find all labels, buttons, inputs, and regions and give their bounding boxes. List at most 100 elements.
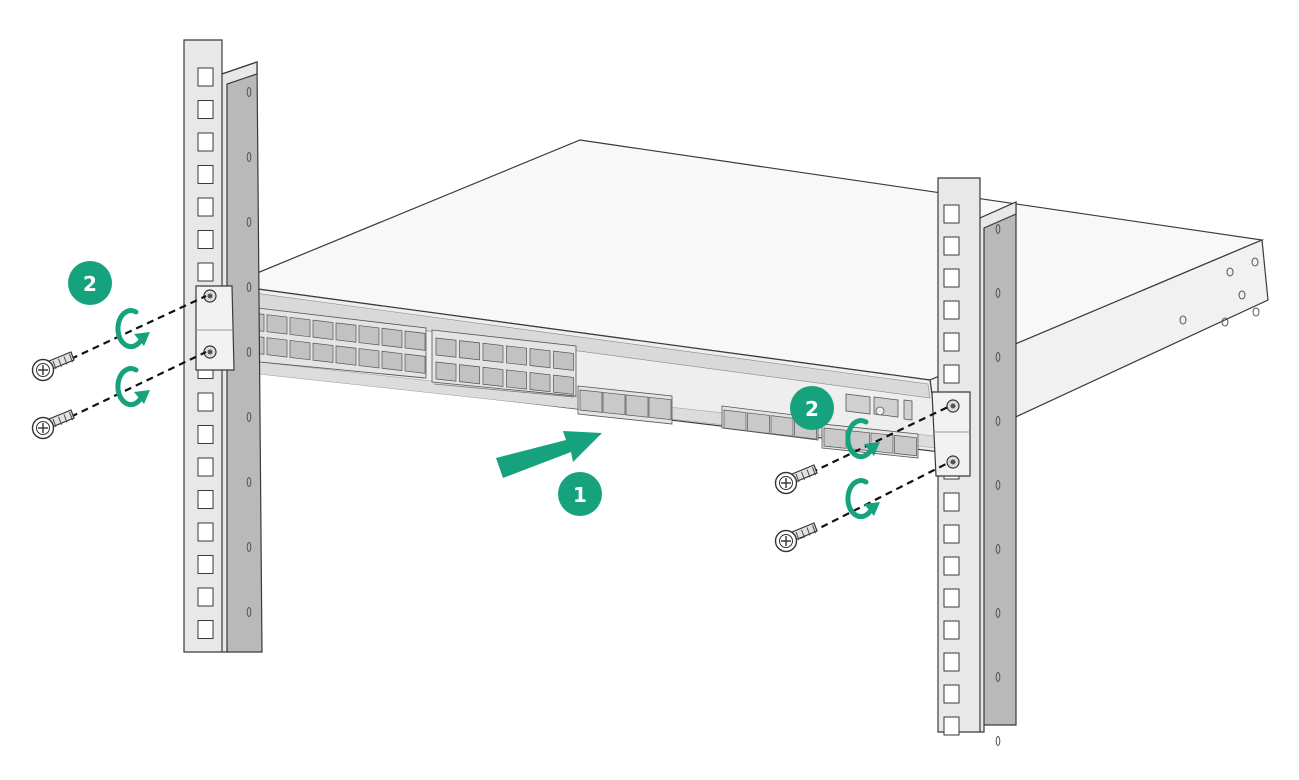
rj45-port <box>381 350 403 372</box>
rj45-port <box>553 374 574 395</box>
rack-slot <box>246 477 252 487</box>
sfp-port <box>648 396 672 421</box>
insert-arrow-icon <box>496 431 602 478</box>
rack-hole <box>197 132 214 152</box>
rj45-port <box>358 325 380 346</box>
sfp-port <box>723 409 747 432</box>
rack-hole <box>197 457 214 477</box>
rack-hole <box>197 490 214 509</box>
sfp-port <box>823 427 847 449</box>
rotate-arrows <box>115 308 880 520</box>
step-badge-fasten-left: 2 <box>68 261 112 305</box>
left-mounting-bracket <box>195 285 235 371</box>
sfp-port <box>894 435 917 457</box>
rack-hole <box>943 492 960 512</box>
rack-hole <box>197 100 214 119</box>
rj45-port <box>404 353 426 374</box>
rack-slot <box>246 152 252 162</box>
step-badge-fasten-right: 2 <box>790 386 834 430</box>
rotate-arrow-icon <box>845 418 880 460</box>
rotate-arrow-icon <box>845 478 880 520</box>
rack-hole <box>943 620 960 640</box>
rack-hole <box>943 556 960 576</box>
management-ports <box>845 393 913 421</box>
sfp-port <box>625 394 649 418</box>
rack-hole <box>943 268 960 288</box>
rack-slot <box>995 224 1001 234</box>
rack-hole <box>197 620 214 639</box>
rack-slot <box>246 87 252 97</box>
rj45-port <box>381 327 403 349</box>
rj45-port <box>404 330 426 351</box>
rj45-port <box>506 345 527 366</box>
rack-hole <box>943 332 960 352</box>
rj45-port <box>482 342 504 363</box>
rj45-port <box>459 340 480 361</box>
step-badge-insert: 1 <box>558 472 602 516</box>
rj45-port <box>459 364 480 385</box>
rack-hole <box>943 524 960 544</box>
rack-hole <box>197 197 214 217</box>
rack-slot <box>995 544 1001 554</box>
rack-hole <box>197 67 214 87</box>
rj45-port <box>435 361 457 382</box>
rj45-port <box>289 340 311 361</box>
step-badge-fasten-left-label: 2 <box>83 272 97 296</box>
rj45-port <box>529 372 551 393</box>
rj45-port <box>335 322 357 343</box>
sfp-port <box>602 392 626 416</box>
rotate-arrow-icon <box>115 366 150 408</box>
rack-hole <box>943 236 960 256</box>
rj45-port <box>529 348 551 369</box>
rack-slot <box>995 736 1001 746</box>
rack-slot <box>995 416 1001 426</box>
rj45-port <box>266 337 288 358</box>
rj45-port <box>435 337 457 358</box>
rack-hole <box>943 204 960 224</box>
rack-hole <box>197 555 214 574</box>
rj45-port <box>506 369 527 390</box>
right-rack-rail <box>937 177 1017 746</box>
sfp-port-block-1 <box>577 385 673 425</box>
sfp-port-block-3 <box>821 423 919 459</box>
rack-slot <box>995 672 1001 682</box>
rack-slot <box>246 607 252 617</box>
rack-hole <box>943 652 960 672</box>
rack-slot <box>246 542 252 552</box>
screw-icon <box>31 351 75 382</box>
rack-hole <box>197 392 214 412</box>
rj45-port <box>289 317 311 338</box>
rack-hole <box>197 230 214 249</box>
rack-slot <box>246 412 252 422</box>
rack-hole <box>197 262 214 282</box>
sfp-port <box>579 389 603 413</box>
rj45-port <box>335 345 357 366</box>
rj45-port <box>553 350 574 371</box>
rotate-arrow-icon <box>115 308 150 350</box>
rj45-port-block-2 <box>431 329 577 397</box>
step-badge-fasten-right-label: 2 <box>805 397 819 421</box>
screw-icon <box>774 464 818 495</box>
step-badge-insert-label: 1 <box>573 483 587 507</box>
screws <box>31 351 818 553</box>
rack-hole <box>197 587 214 607</box>
rack-slot <box>246 217 252 227</box>
rj45-port <box>312 319 334 340</box>
sfp-port <box>770 415 794 437</box>
rj45-port <box>482 366 504 387</box>
rack-slot <box>995 288 1001 298</box>
screw-icon <box>31 409 75 440</box>
rj45-port <box>358 348 380 369</box>
side-holes <box>1179 257 1260 327</box>
rack-slot <box>995 352 1001 362</box>
dashed-guide-line <box>59 295 951 539</box>
rack-slot <box>995 608 1001 618</box>
rj45-port <box>312 342 334 363</box>
rack-hole <box>943 588 960 608</box>
rack-slot <box>995 480 1001 490</box>
rack-hole <box>943 684 960 704</box>
rj45-port <box>266 314 288 335</box>
rack-hole <box>943 716 960 736</box>
screw-icon <box>774 522 818 553</box>
